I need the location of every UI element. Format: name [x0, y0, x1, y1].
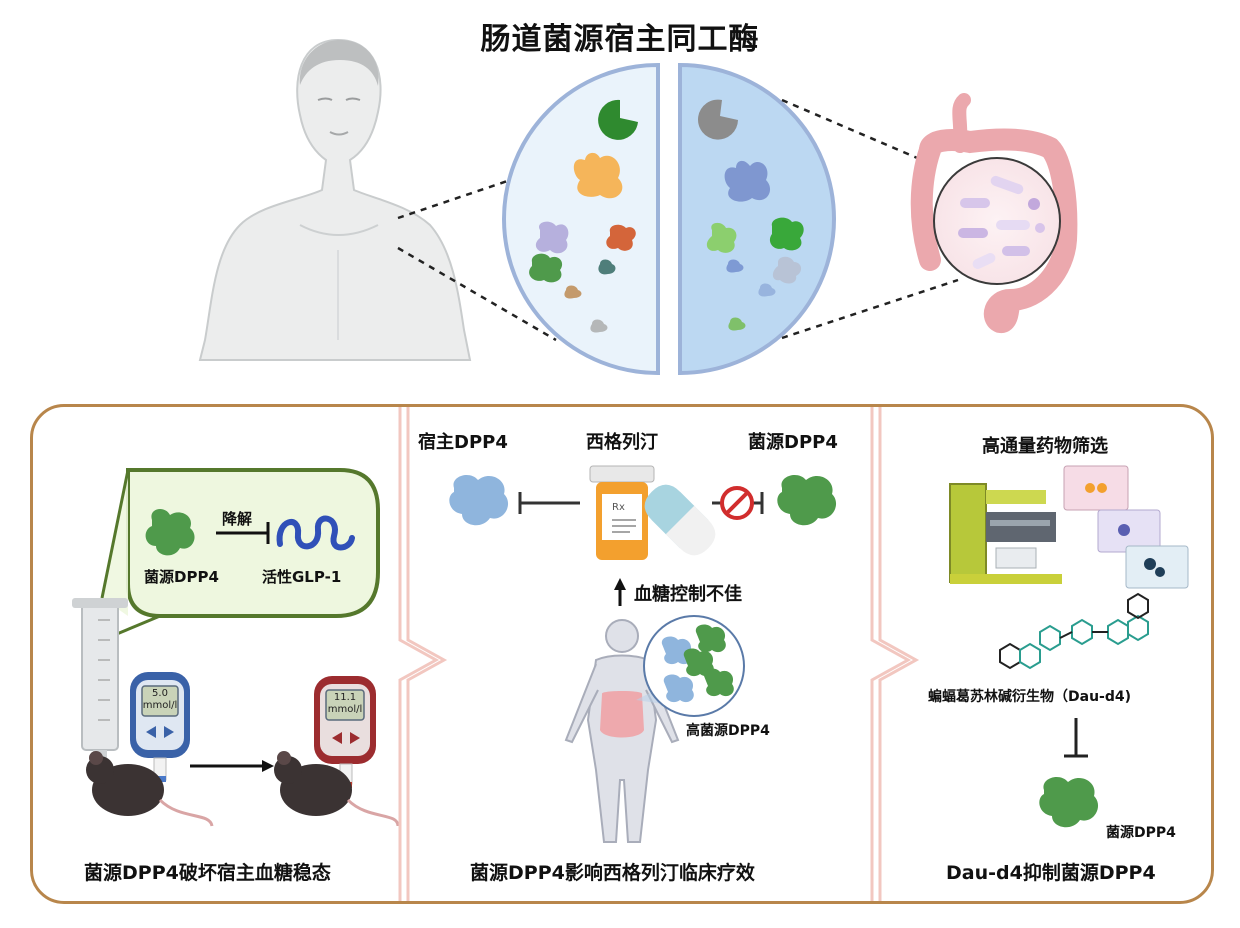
pacman-enzyme-green: [598, 99, 638, 140]
sitagliptin-bottle-icon: [589, 465, 655, 560]
meter-blue-unit: mmol/l: [142, 700, 178, 711]
bacterial-dpp4-label: 菌源DPP4: [144, 568, 219, 586]
screening-label: 高通量药物筛选: [982, 436, 1108, 457]
glucometer-red: [314, 676, 376, 788]
middle-panel-caption: 菌源DPP4影响西格列汀临床疗效: [470, 862, 755, 884]
well-plate-2: [1097, 509, 1161, 553]
high-bacterial-dpp4-label: 高菌源DPP4: [686, 723, 770, 739]
page-title: 肠道菌源宿主同工酶: [480, 22, 760, 57]
compound-structure-icon: [999, 592, 1149, 670]
enzyme-split-circle: [502, 62, 836, 376]
degradation-callout-box: [126, 468, 380, 618]
glp1-peptide-icon: [276, 515, 355, 551]
bacterial-dpp4-enzyme-icon: [1039, 776, 1099, 828]
sitagliptin-label: 西格列汀: [586, 432, 658, 453]
glucometer-blue: [130, 672, 190, 782]
meter-blue-value: 5.0: [152, 688, 168, 699]
human-torso-illustration: [198, 38, 472, 361]
capsule-icon: [644, 484, 716, 556]
mouse-after-icon: [274, 751, 400, 827]
left-panel-caption: 菌源DPP4破坏宿主血糖稳态: [84, 862, 331, 884]
bacterial-dpp4-label: 菌源DPP4: [748, 432, 838, 453]
mouse-before-icon: [86, 751, 214, 827]
pacman-enzyme-grey: [698, 99, 738, 140]
meter-blue-readout: 5.0 mmol/l: [142, 688, 178, 712]
poor-glycemic-control-label: 血糖控制不佳: [634, 584, 742, 605]
screening-instrument-icon: [949, 483, 1062, 584]
bottom-panel-frame: [30, 404, 1214, 904]
enzyme-green-icon: [145, 508, 195, 556]
bacterial-dpp4-enzyme-icon: [777, 474, 837, 526]
bacterial-dpp4-label: 菌源DPP4: [1106, 825, 1176, 841]
meter-red-value: 11.1: [333, 692, 357, 703]
well-plate-3: [1125, 545, 1189, 589]
meter-red-unit: mmol/l: [327, 704, 363, 715]
host-dpp4-label: 宿主DPP4: [418, 432, 508, 453]
meter-red-readout: 11.1 mmol/l: [326, 692, 364, 716]
degrade-label: 降解: [222, 510, 253, 528]
connector-line: [781, 98, 923, 162]
right-panel-caption: Dau-d4抑制菌源DPP4: [946, 862, 1156, 884]
active-glp1-label: 活性GLP-1: [262, 568, 342, 586]
intestine-illustration: [910, 93, 1078, 333]
well-plate-1: [1063, 465, 1129, 511]
compound-label: 蝙蝠葛苏林碱衍生物（Dau-d4): [928, 689, 1132, 705]
host-dpp4-enzyme-icon: [449, 474, 509, 526]
rx-label: Rx: [612, 502, 625, 513]
